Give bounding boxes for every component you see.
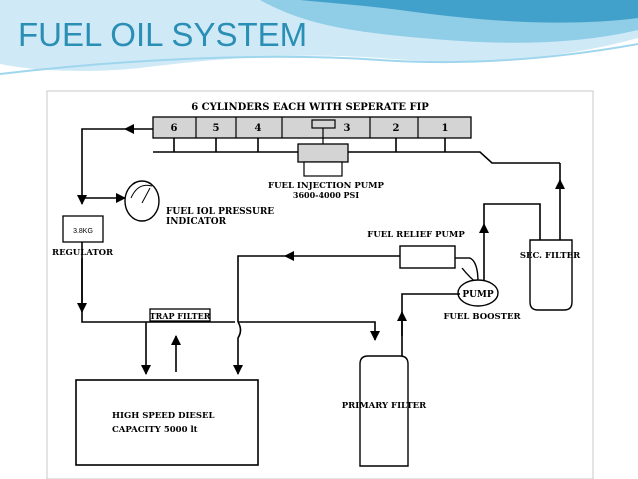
fip-label: FUEL INJECTION PUMP (268, 181, 385, 191)
fip-pressure: 3600-4000 PSI (293, 190, 359, 200)
slide-title: FUEL OIL SYSTEM (18, 16, 308, 53)
banner-wave-dark (300, 0, 638, 23)
fuel-relief-pump (399, 245, 456, 269)
tank-label-2: CAPACITY 5000 lt (112, 425, 198, 435)
tank-to-primary-line (238, 321, 380, 341)
cylinder-1: 1 (442, 123, 449, 134)
banner-wave-line (0, 43, 638, 75)
arrow-relief-line (284, 251, 294, 261)
fip-base (303, 161, 343, 177)
gauge-label-2: INDICATOR (166, 217, 227, 227)
pressure-gauge (124, 180, 160, 222)
cylinder-5: 5 (213, 123, 220, 134)
cylinder-6: 6 (171, 123, 178, 134)
regulator (62, 215, 104, 243)
cylinder-3: 3 (344, 123, 351, 134)
trap-filter (149, 308, 211, 322)
fuel-oil-system-diagram: 6 CYLINDERS EACH WITH SEPERATE FIP 6 5 4… (46, 90, 594, 479)
return-line-top (77, 128, 153, 205)
fip-marker (311, 119, 336, 129)
cylinder-2: 2 (393, 123, 400, 134)
cylinder-dividers (195, 117, 419, 138)
primary-filter-label: PRIMARY FILTER (342, 401, 427, 411)
cylinders-header: 6 CYLINDERS EACH WITH SEPERATE FIP (191, 102, 429, 113)
pump-label: PUMP (462, 290, 494, 300)
regulator-label: REGULATOR (52, 248, 114, 258)
primary-filter (359, 355, 409, 467)
sec-filter (529, 239, 573, 311)
relief-crossing (233, 321, 243, 375)
diesel-tank (75, 379, 259, 466)
regulator-setting: 3.8KG (73, 228, 93, 235)
arrow-to-return (124, 124, 134, 134)
title-banner (0, 0, 638, 75)
tank-label-1: HIGH SPEED DIESEL (112, 411, 215, 421)
fuel-injection-pump (297, 143, 349, 163)
relief-line (237, 255, 400, 322)
booster-pump (457, 279, 499, 307)
gauge-label-1: FUEL IOL PRESSURE (166, 207, 274, 217)
fuel-booster-label: FUEL BOOSTER (443, 312, 521, 322)
relief-pump-label: FUEL RELIEF PUMP (367, 230, 465, 240)
cylinder-4: 4 (255, 123, 262, 134)
sec-filter-label: SEC. FILTER (520, 251, 581, 261)
trap-filter-label: TRAP FILTER (150, 311, 211, 321)
